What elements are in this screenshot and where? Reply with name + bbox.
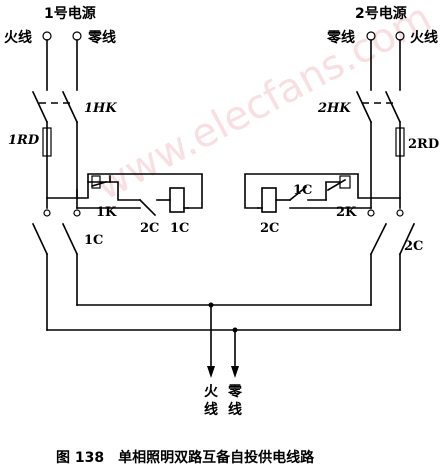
rd2-label: 2RD <box>408 137 439 152</box>
output-bus <box>46 302 401 378</box>
c1-aux-right-label: 1C <box>293 183 312 198</box>
out-neutral-char2: 线 <box>228 401 242 418</box>
c2-coil-right-label: 2C <box>260 221 279 236</box>
hk1-label: 1HK <box>84 101 117 116</box>
c1-coil-left-label: 1C <box>170 221 189 236</box>
live-right-label: 火线 <box>410 29 438 46</box>
rd1-label: 1RD <box>8 133 40 148</box>
watermark-text: www.elecfans.com <box>88 0 438 210</box>
source1-circuit <box>31 39 203 331</box>
c2-main-label: 2C <box>404 239 423 254</box>
terminal-neutral-left <box>72 31 82 41</box>
figure-caption: 图 138 单相照明双路互备自投供电线路 <box>56 449 315 466</box>
source2-label: 2号电源 <box>355 5 407 22</box>
hk2-label: 2HK <box>317 101 351 116</box>
k2-label: 2K <box>336 205 357 220</box>
source1-label: 1号电源 <box>44 5 96 22</box>
out-neutral-char1: 零 <box>227 383 243 400</box>
terminal-live-left <box>42 31 52 41</box>
live-left-label: 火线 <box>4 29 32 46</box>
out-live-char2: 线 <box>204 401 218 418</box>
c2-aux-left-label: 2C <box>140 221 159 236</box>
k1-label: 1K <box>96 205 117 220</box>
c1-main-label: 1C <box>84 233 103 248</box>
neutral-right-label: 零线 <box>326 29 355 46</box>
out-live-char1: 火 <box>204 384 219 400</box>
source2-circuit <box>244 39 416 331</box>
neutral-left-label: 零线 <box>87 29 116 46</box>
